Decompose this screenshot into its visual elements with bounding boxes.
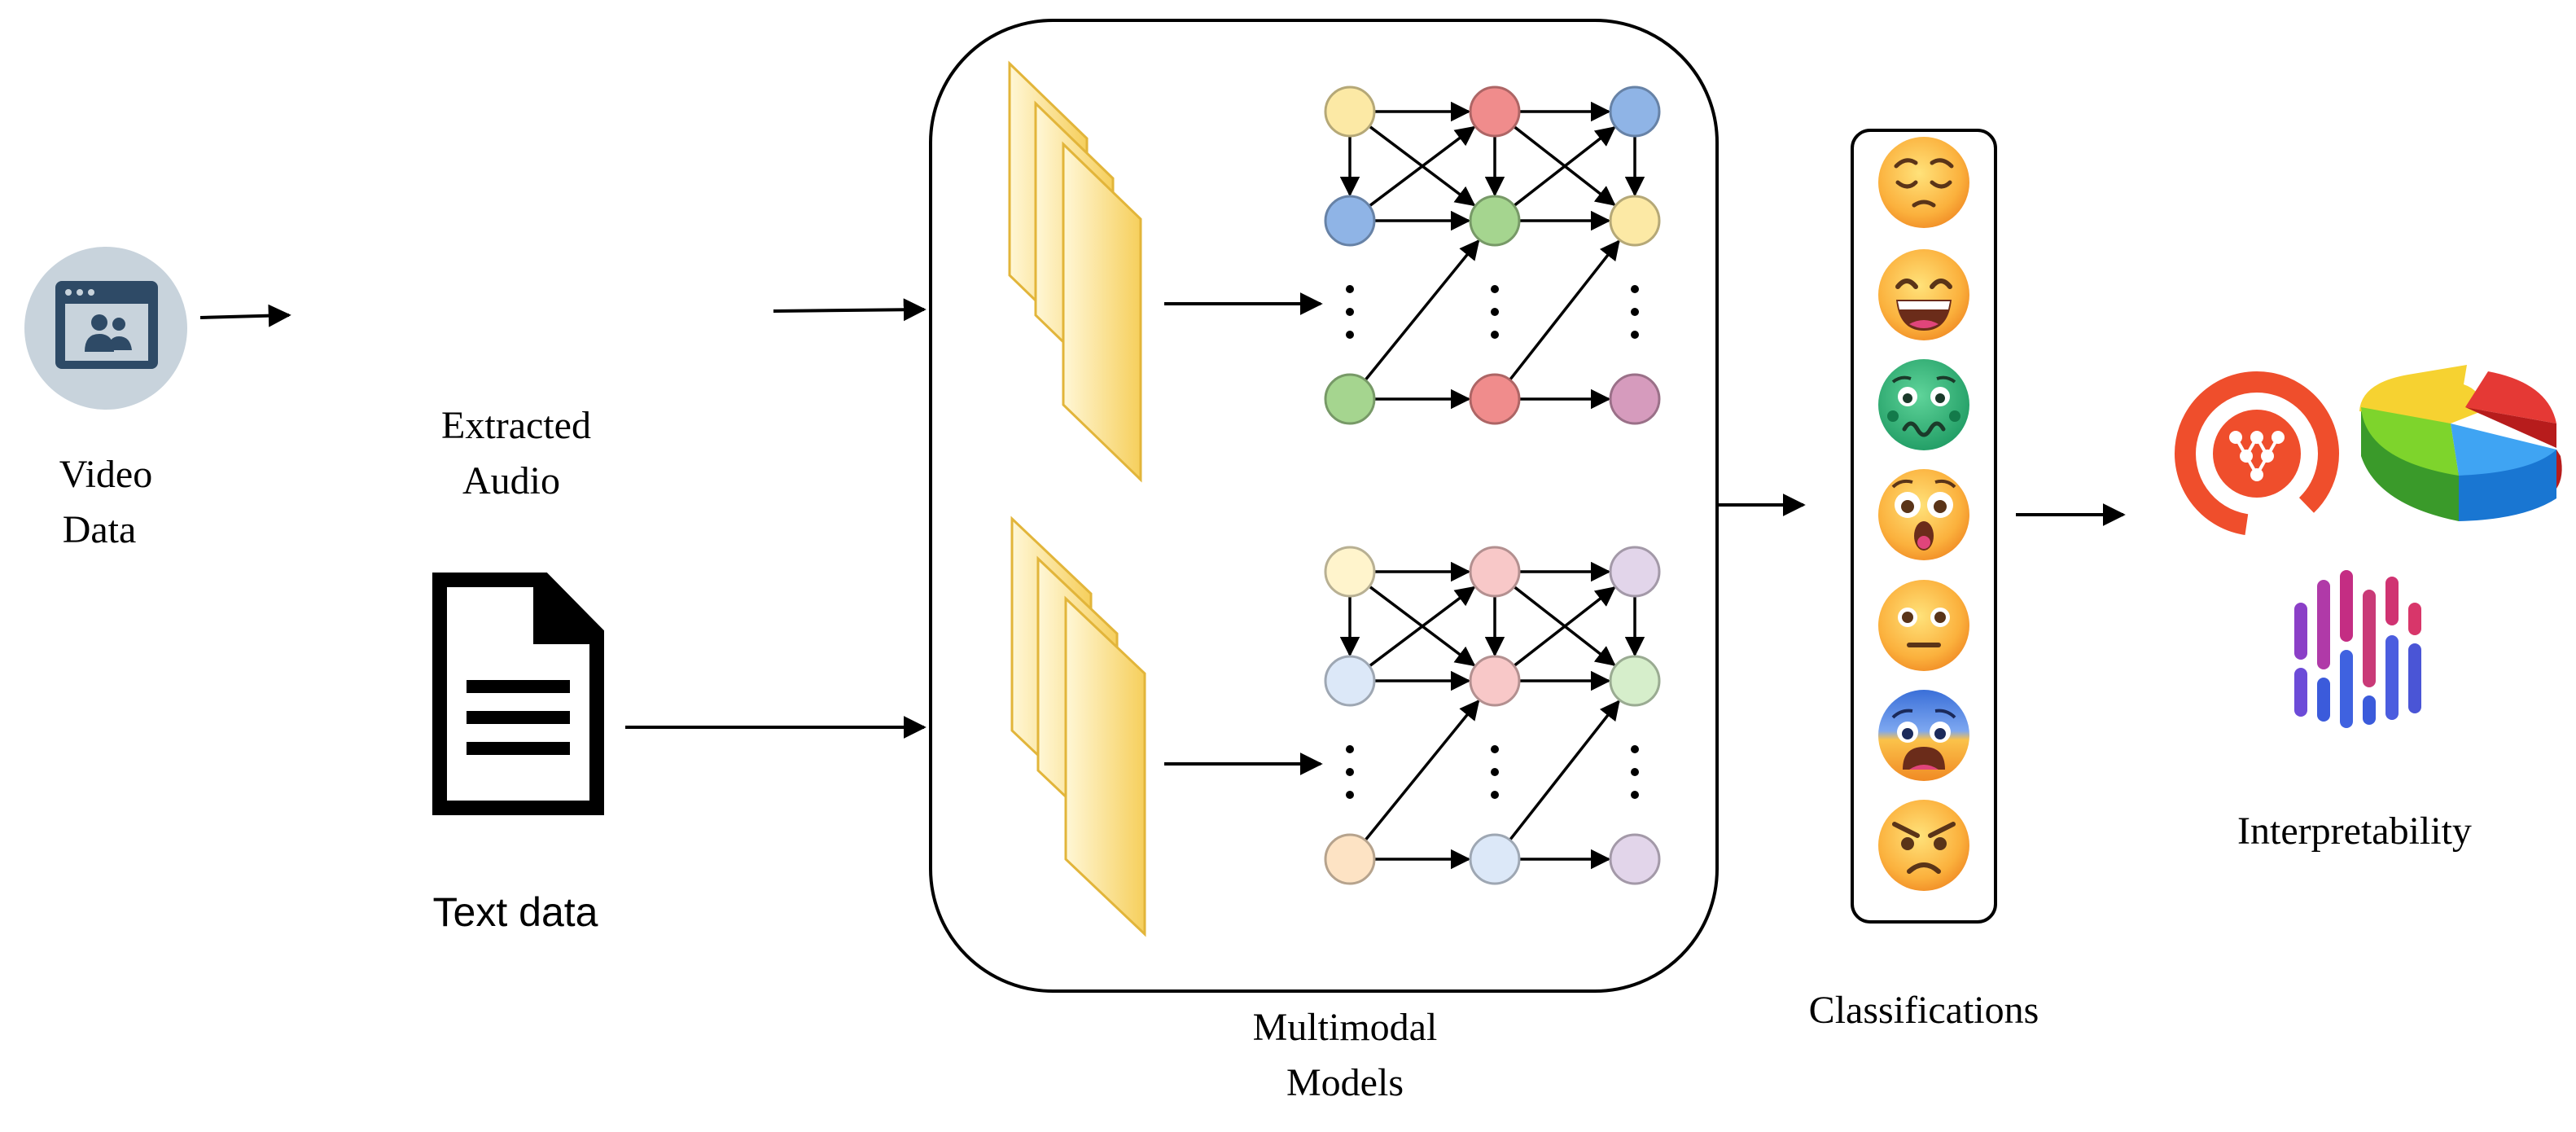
audio-waveform-icon <box>297 217 773 390</box>
network-node <box>1469 86 1521 138</box>
nauseated-face-icon <box>1878 359 1969 450</box>
network-node <box>1324 655 1376 707</box>
text-document-icon <box>432 573 604 815</box>
ellipsis-dot <box>1346 768 1354 776</box>
network-node <box>1609 86 1661 138</box>
feature-maps-top <box>1008 60 1142 483</box>
network-node <box>1324 546 1376 598</box>
3d-pie-chart-icon <box>2359 365 2562 521</box>
ellipsis-dot <box>1491 308 1499 316</box>
neural-network-bottom <box>1324 546 1661 885</box>
waveform-bars-icon <box>2294 570 2421 728</box>
audio-label-1: Extracted <box>441 404 591 447</box>
feature-maps-bottom <box>1010 516 1146 937</box>
video-label-1: Video <box>59 453 152 496</box>
network-node <box>1324 373 1376 425</box>
classifications-label: Classifications <box>1809 989 2039 1032</box>
network-edge <box>1513 586 1616 666</box>
ellipsis-dot <box>1491 285 1499 293</box>
audio-label-2: Audio <box>462 459 560 502</box>
network-node <box>1609 546 1661 598</box>
network-node <box>1469 546 1521 598</box>
ellipsis-dot <box>1491 768 1499 776</box>
network-node <box>1609 373 1661 425</box>
neutral-face-icon <box>1878 580 1969 671</box>
video-data-node <box>24 247 187 410</box>
ellipsis-dot <box>1631 285 1639 293</box>
models-label-2: Models <box>1286 1061 1404 1104</box>
ellipsis-dot <box>1346 308 1354 316</box>
network-node <box>1469 833 1521 885</box>
fearful-face-icon <box>1878 690 1969 781</box>
network-node <box>1324 195 1376 247</box>
ellipsis-dot <box>1346 745 1354 753</box>
network-edge <box>1364 699 1480 841</box>
ellipsis-dot <box>1631 768 1639 776</box>
ellipsis-dot <box>1491 745 1499 753</box>
ellipsis-dot <box>1631 745 1639 753</box>
ellipsis-dot <box>1491 331 1499 339</box>
grinning-face-icon <box>1878 249 1969 340</box>
ellipsis-dot <box>1491 791 1499 799</box>
network-edge <box>1368 585 1476 667</box>
network-edge <box>1509 700 1620 841</box>
ellipsis-dot <box>1346 285 1354 293</box>
network-edge <box>1513 125 1616 206</box>
interpretability-label: Interpretability <box>2237 810 2472 853</box>
ellipsis-dot <box>1631 331 1639 339</box>
network-node <box>1609 195 1661 247</box>
network-node <box>1324 833 1376 885</box>
ellipsis-dot <box>1346 791 1354 799</box>
astonished-face-icon <box>1878 469 1969 560</box>
neural-network-top <box>1324 86 1661 425</box>
text-data-label: Text data <box>433 889 598 935</box>
angry-face-icon <box>1878 800 1969 891</box>
ellipsis-dot <box>1631 791 1639 799</box>
network-node <box>1469 373 1521 425</box>
emotion-emoji-list <box>1878 137 1969 891</box>
arrow-audio-to-models <box>773 298 927 322</box>
network-node <box>1609 655 1661 707</box>
ellipsis-dot <box>1346 331 1354 339</box>
network-edge <box>1368 125 1476 207</box>
network-edge <box>1509 239 1620 381</box>
network-node <box>1609 833 1661 885</box>
models-label-1: Multimodal <box>1253 1006 1438 1049</box>
network-node <box>1469 655 1521 707</box>
target-network-icon <box>2175 371 2339 536</box>
network-node <box>1469 195 1521 247</box>
network-edge <box>1364 239 1480 381</box>
pensive-face-icon <box>1878 137 1969 228</box>
video-label-2: Data <box>63 508 137 551</box>
network-node <box>1324 86 1376 138</box>
ellipsis-dot <box>1631 308 1639 316</box>
arrow-video-to-audio <box>199 304 291 327</box>
